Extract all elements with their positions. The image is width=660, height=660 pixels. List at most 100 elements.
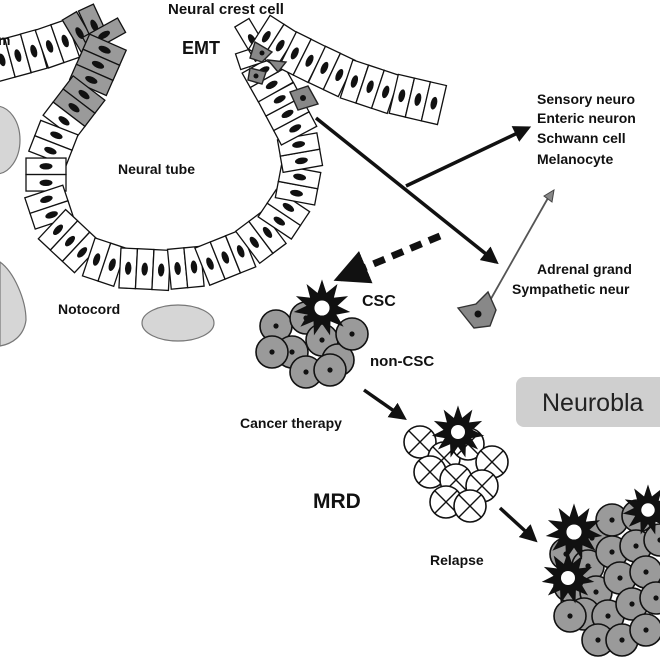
cell-nucleus xyxy=(398,89,406,103)
left-tissue-blob-lower xyxy=(0,261,27,347)
cell-nucleus xyxy=(0,53,6,67)
dead-cell-cross xyxy=(434,490,458,514)
neuroblastoma-box xyxy=(516,377,660,427)
cell-nucleus xyxy=(633,543,639,549)
tumor-cluster-relapse xyxy=(541,484,660,657)
mrd-label: MRD xyxy=(313,490,361,513)
cell-nucleus xyxy=(293,173,307,181)
cell-nucleus xyxy=(77,247,88,258)
cell-nucleus xyxy=(236,245,245,258)
cell-nucleus xyxy=(249,236,259,248)
cell-nucleus xyxy=(319,337,325,343)
cell-nucleus xyxy=(349,331,355,337)
cell-nucleus xyxy=(64,235,76,247)
cell-nucleus xyxy=(643,569,649,575)
neuron-body xyxy=(456,290,497,329)
cell-nucleus xyxy=(98,45,111,54)
cell-nucleus xyxy=(206,257,214,270)
csc-nucleus xyxy=(561,571,575,585)
csc-nucleus xyxy=(451,425,465,439)
neural-crest-cell-label: Neural crest cell xyxy=(168,1,284,18)
neural-tube-epithelium xyxy=(0,3,448,292)
neuron-nucleus xyxy=(474,310,482,318)
cell-nucleus xyxy=(275,39,285,52)
dashed-arrow-to-csc xyxy=(333,232,442,284)
relapse-label: Relapse xyxy=(430,552,484,568)
cell-nucleus xyxy=(50,131,63,140)
neural-crest-cell xyxy=(266,59,288,74)
left-tissue-blob-upper xyxy=(0,105,21,175)
cell-nucleus xyxy=(289,349,295,355)
derivative-label: Sympathetic neur xyxy=(512,281,630,297)
cell-nucleus xyxy=(52,224,64,236)
cell-nucleus xyxy=(605,613,611,619)
cell-nucleus xyxy=(414,93,422,106)
cell-nucleus xyxy=(58,116,70,126)
cell-nucleus xyxy=(68,103,80,113)
derivative-label: Melanocyte xyxy=(537,151,613,167)
cell-nucleus xyxy=(39,163,53,170)
cell-nucleus xyxy=(45,211,58,219)
epithelial-cell xyxy=(118,247,139,290)
derivative-label: Enteric neuron xyxy=(537,110,636,126)
neuroblastoma-label: Neurobla xyxy=(542,389,644,417)
cut-left-label: m xyxy=(0,32,10,48)
axon xyxy=(487,197,549,305)
cell-nucleus xyxy=(108,258,116,271)
tumor-cluster-mrd xyxy=(403,405,509,523)
cell-nucleus xyxy=(617,575,623,581)
cell-nucleus xyxy=(61,34,69,48)
cell-nucleus xyxy=(30,44,38,58)
cell-nucleus xyxy=(91,60,105,69)
cell-nucleus xyxy=(273,216,285,226)
cell-nucleus xyxy=(320,61,329,74)
cell-nucleus xyxy=(262,226,273,238)
cell-nucleus xyxy=(595,637,601,643)
cell-nucleus xyxy=(593,589,599,595)
cell-nucleus xyxy=(281,109,294,119)
sympathetic-neuron xyxy=(456,189,555,329)
tumor-cluster-csc xyxy=(255,279,369,389)
cell-nucleus xyxy=(305,54,314,67)
axon-terminal xyxy=(543,189,555,203)
cell-nucleus xyxy=(609,549,615,555)
epithelial-cell xyxy=(25,157,67,176)
dead-cell-cross xyxy=(408,430,432,454)
cell-nucleus xyxy=(90,19,99,32)
nucleus xyxy=(253,73,259,79)
nucleus xyxy=(300,95,306,101)
notocord-shape xyxy=(141,304,215,342)
cell-nucleus xyxy=(174,262,181,275)
cell-nucleus xyxy=(45,40,54,53)
cell-nucleus xyxy=(44,146,57,155)
derivative-label: Sensory neuro xyxy=(537,91,635,107)
non-csc-cell xyxy=(639,581,660,615)
cell-nucleus xyxy=(292,141,306,148)
neural-tube-label: Neural tube xyxy=(118,161,195,177)
cell-nucleus xyxy=(273,95,286,104)
cell-nucleus xyxy=(657,537,660,543)
cell-nucleus xyxy=(609,517,615,523)
cancer-therapy-label: Cancer therapy xyxy=(240,415,342,431)
derivative-label: Adrenal grand xyxy=(537,261,632,277)
nucleus xyxy=(259,50,265,56)
emt-label: EMT xyxy=(182,38,220,58)
cell-nucleus xyxy=(294,157,308,165)
cell-nucleus xyxy=(269,349,275,355)
cell-nucleus xyxy=(430,96,438,110)
arrow-to-adrenal xyxy=(314,116,499,265)
cell-nucleus xyxy=(290,189,303,197)
cell-nucleus xyxy=(39,179,53,187)
dead-cell-cross xyxy=(418,460,442,484)
csc-nucleus xyxy=(641,503,655,517)
cell-nucleus xyxy=(124,261,132,275)
epithelial-cell xyxy=(68,63,114,97)
cell-nucleus xyxy=(75,27,84,39)
cell-nucleus xyxy=(289,124,302,133)
cell-nucleus xyxy=(643,627,649,633)
cell-nucleus xyxy=(366,80,374,93)
cell-nucleus xyxy=(350,75,359,88)
csc-label: CSC xyxy=(362,293,396,310)
dead-cell-cross xyxy=(458,494,482,518)
